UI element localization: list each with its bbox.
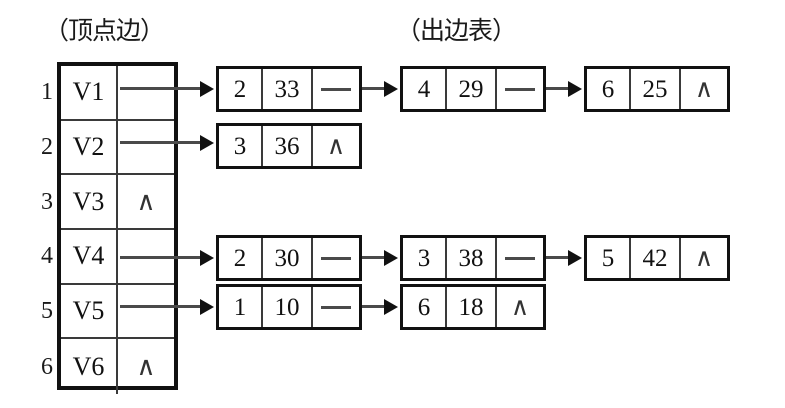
- vertex-row-5: 5 V5: [41, 284, 174, 340]
- edge-node-vertex: 2: [219, 238, 263, 278]
- edge-node-v1-3: 6 25 ∧: [584, 66, 730, 112]
- vertex-name-5: V5: [61, 284, 118, 338]
- vertex-name-1: V1: [61, 66, 118, 119]
- edge-node-next: ∧: [510, 293, 530, 321]
- next-pointer-stub: [505, 257, 535, 260]
- edge-node-v4-2: 3 38: [400, 235, 546, 281]
- vertex-table: 1 V1 2 V2 3 V3 ∧ 4 V4 5 V5 6 V6 ∧: [41, 62, 178, 394]
- link-arrow-v4-to-node1: [200, 249, 214, 266]
- link-line-v4-to-node1: [120, 256, 200, 259]
- vertex-pointer-2: [118, 121, 174, 174]
- link-line-v5-node1-node2: [362, 305, 384, 308]
- edge-node-vertex: 2: [219, 69, 263, 109]
- edge-node-v5-1: 1 10: [216, 284, 362, 330]
- vertex-row-index-6: 6: [41, 353, 53, 380]
- link-line-v5-to-node1: [120, 305, 200, 308]
- edge-node-v1-2: 4 29: [400, 66, 546, 112]
- edge-node-weight: 36: [263, 126, 313, 166]
- edge-node-v2-1: 3 36 ∧: [216, 123, 362, 169]
- vertex-row-2: 2 V2: [41, 120, 174, 176]
- edge-node-weight: 18: [447, 287, 497, 327]
- edge-node-vertex: 5: [587, 238, 631, 278]
- edge-node-v4-1: 2 30: [216, 235, 362, 281]
- link-arrow-v1-node1-node2: [384, 80, 398, 97]
- vertex-row-index-1: 1: [41, 79, 53, 106]
- vertex-table-caption: （顶点边）: [44, 16, 165, 45]
- edge-node-weight: 30: [263, 238, 313, 278]
- edge-node-weight: 33: [263, 69, 313, 109]
- edge-node-weight: 42: [631, 238, 681, 278]
- vertex-name-4: V4: [61, 229, 118, 283]
- edge-node-next: [497, 69, 543, 109]
- edge-node-vertex: 4: [403, 69, 447, 109]
- edge-node-next: [313, 287, 359, 327]
- next-pointer-stub: [321, 257, 351, 260]
- edge-node-weight: 29: [447, 69, 497, 109]
- vertex-row-3: 3 V3 ∧: [41, 175, 174, 230]
- next-pointer-stub: [505, 88, 535, 91]
- edge-node-vertex: 6: [587, 69, 631, 109]
- vertex-name-3: V3: [61, 175, 118, 228]
- vertex-row-index-4: 4: [41, 243, 53, 270]
- link-line-v4-node1-node2: [362, 256, 384, 259]
- link-line-v4-node2-node3: [546, 256, 568, 259]
- vertex-name-2: V2: [61, 120, 118, 174]
- vertex-row-index-2: 2: [41, 133, 53, 160]
- edge-node-v4-3: 5 42 ∧: [584, 235, 730, 281]
- edge-node-next: [497, 238, 543, 278]
- link-arrow-v2-to-node1: [200, 134, 214, 151]
- edge-node-next: [313, 69, 359, 109]
- link-arrow-v5-to-node1: [200, 298, 214, 315]
- link-arrow-v4-node2-node3: [568, 249, 582, 266]
- link-line-v1-to-node1: [120, 87, 200, 90]
- edge-node-vertex: 6: [403, 287, 447, 327]
- link-arrow-v1-node2-node3: [568, 80, 582, 97]
- link-line-v2-to-node1: [120, 141, 200, 144]
- vertex-name-6: V6: [61, 339, 118, 394]
- next-pointer-stub: [321, 88, 351, 91]
- vertex-pointer-3: ∧: [136, 186, 156, 216]
- link-arrow-v1-to-node1: [200, 80, 214, 97]
- link-arrow-v5-node1-node2: [384, 298, 398, 315]
- edge-table-caption: （出边表）: [396, 16, 517, 45]
- vertex-row-index-5: 5: [41, 297, 53, 324]
- edge-node-v5-2: 6 18 ∧: [400, 284, 546, 330]
- vertex-row-6: 6 V6 ∧: [41, 339, 174, 394]
- next-pointer-stub: [321, 306, 351, 309]
- link-line-v1-node1-node2: [362, 87, 384, 90]
- edge-node-next: [313, 238, 359, 278]
- edge-node-vertex: 3: [219, 126, 263, 166]
- edge-node-weight: 25: [631, 69, 681, 109]
- edge-node-next: ∧: [694, 244, 714, 272]
- edge-node-weight: 38: [447, 238, 497, 278]
- link-arrow-v4-node1-node2: [384, 249, 398, 266]
- link-line-v1-node2-node3: [546, 87, 568, 90]
- vertex-pointer-5: [118, 285, 174, 338]
- vertex-pointer-6: ∧: [136, 351, 156, 381]
- edge-node-next: ∧: [326, 132, 346, 160]
- vertex-pointer-1: [118, 66, 174, 119]
- edge-node-next: ∧: [694, 75, 714, 103]
- edge-node-weight: 10: [263, 287, 313, 327]
- vertex-row-1: 1 V1: [41, 66, 174, 121]
- vertex-row-4: 4 V4: [41, 229, 174, 285]
- edge-node-v1-1: 2 33: [216, 66, 362, 112]
- edge-node-vertex: 1: [219, 287, 263, 327]
- vertex-row-index-3: 3: [41, 188, 53, 215]
- edge-node-vertex: 3: [403, 238, 447, 278]
